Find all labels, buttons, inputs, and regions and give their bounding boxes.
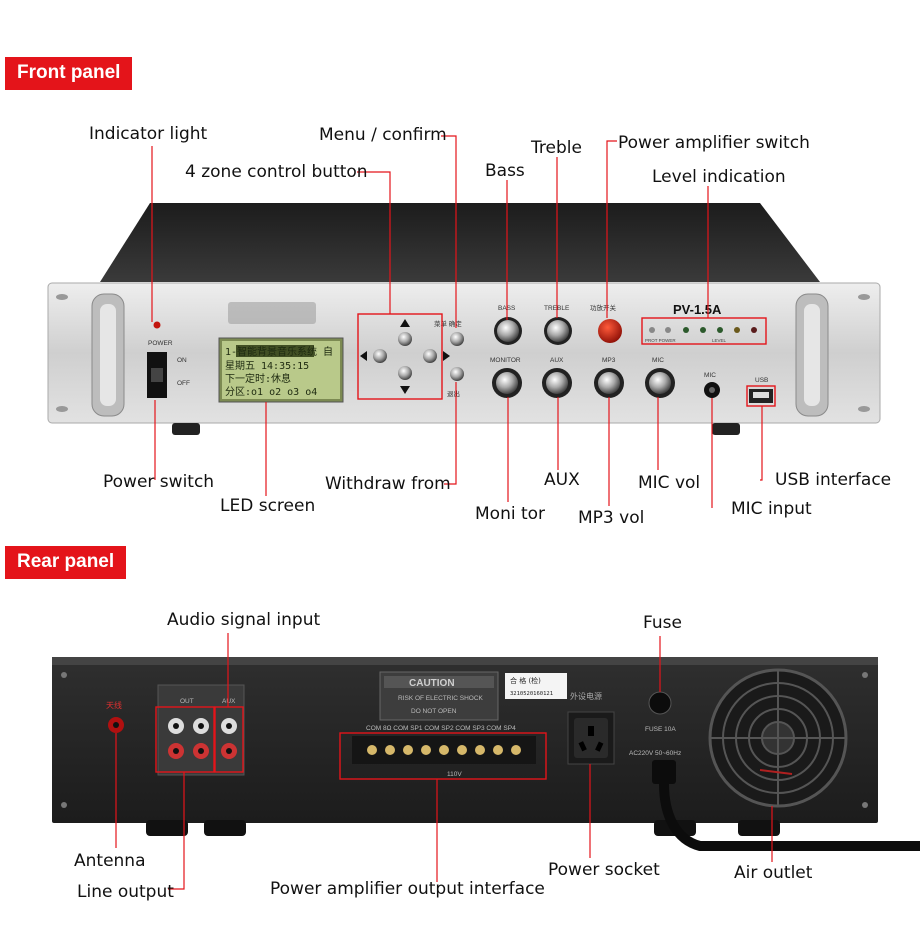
aux-rear-label: AUX xyxy=(222,698,236,705)
callout-amp-output-interface: Power amplifier output interface xyxy=(270,879,545,899)
rear-device: 天线 OUT AUX CAUTION RISK OF ELECTRIC SHOC… xyxy=(52,657,920,851)
lcd-line-4: 分区:o1 o2 o3 o4 xyxy=(225,386,317,398)
out-label: OUT xyxy=(180,698,194,705)
usb-label: USB xyxy=(755,377,768,384)
lcd-line-3: 下一定时:休息 xyxy=(225,372,291,385)
callout-antenna: Antenna xyxy=(74,851,146,871)
callout-usb-interface: USB interface xyxy=(775,470,892,490)
aux-label: AUX xyxy=(550,357,564,364)
antenna-cn: 天线 xyxy=(106,700,122,710)
callout-level-indication: Level indication xyxy=(652,167,786,187)
zone-control-pad[interactable] xyxy=(360,319,450,394)
model-name: PV-1.5A xyxy=(673,302,722,317)
lcd-line-2: 星期五 14:35:15 xyxy=(225,360,309,372)
callout-withdraw-from: Withdraw from xyxy=(325,474,451,494)
power-label: POWER xyxy=(148,340,173,347)
mp3-knob[interactable] xyxy=(598,372,620,394)
exit-button[interactable] xyxy=(450,367,464,381)
lcd-line-1: 1-智能背景音乐系统 自 xyxy=(225,345,333,358)
air-outlet-fan xyxy=(708,668,848,808)
callout-led-screen: LED screen xyxy=(220,496,316,516)
callout-menu-confirm: Menu / confirm xyxy=(319,125,447,145)
bass-knob[interactable] xyxy=(497,320,519,342)
callout-indicator-light: Indicator light xyxy=(89,124,208,144)
treble-knob[interactable] xyxy=(547,320,569,342)
monitor-label: MONITOR xyxy=(490,357,521,364)
front-panel-tag: Front panel xyxy=(5,57,133,90)
callout-treble: Treble xyxy=(531,138,582,158)
callout-line-output: Line output xyxy=(77,882,174,902)
monitor-knob[interactable] xyxy=(496,372,518,394)
callout-fuse: Fuse xyxy=(643,613,682,633)
amp-switch-cn: 功放开关 xyxy=(590,303,617,312)
on-label: ON xyxy=(177,357,187,364)
terminal-labels: COM 8Ω COM SP1 COM SP2 COM SP3 COM SP4 xyxy=(366,725,516,732)
callout-power-switch: Power switch xyxy=(103,472,215,492)
rear-panel-tag: Rear panel xyxy=(5,546,127,579)
ac-label: AC220V 50~60Hz xyxy=(629,750,681,757)
fuse-holder[interactable] xyxy=(648,691,672,715)
callout-bass: Bass xyxy=(485,161,525,181)
callout-air-outlet: Air outlet xyxy=(734,863,813,883)
off-label: OFF xyxy=(177,380,190,387)
aux-knob[interactable] xyxy=(546,372,568,394)
indicator-light xyxy=(153,321,161,329)
exit-cn: 退出 xyxy=(447,389,460,398)
qc-label: 合 格 (检) xyxy=(510,676,541,685)
level-label: LEVEL xyxy=(712,338,727,343)
callout-monitor: Moni tor xyxy=(475,504,546,524)
front-device: POWER ON OFF 1-智能背景音乐系统 自 星期五 14:35:15 下… xyxy=(47,203,881,435)
brand-logo xyxy=(228,302,316,324)
callout-mic-input: MIC input xyxy=(731,499,812,519)
caution-line-1: RISK OF ELECTRIC SHOCK xyxy=(398,695,484,702)
callout-zone-control: 4 zone control button xyxy=(185,162,368,182)
callout-audio-signal-input: Audio signal input xyxy=(167,610,321,630)
callout-aux: AUX xyxy=(544,470,580,490)
fuse-label: FUSE 10A xyxy=(645,726,676,733)
caution-line-2: DO NOT OPEN xyxy=(411,708,457,715)
mp3-label: MP3 xyxy=(602,357,616,364)
mic-knob-label: MIC xyxy=(652,357,664,364)
callout-power-amp-switch: Power amplifier switch xyxy=(618,133,810,153)
external-power-cn: 外设电源 xyxy=(570,691,602,701)
callout-mic-vol: MIC vol xyxy=(638,473,701,493)
menu-confirm-cn: 菜单 确定 xyxy=(434,319,462,328)
mic-jack-label: MIC xyxy=(704,372,716,379)
power-amp-switch[interactable] xyxy=(598,319,622,343)
caution-title: CAUTION xyxy=(409,678,455,689)
volt-label: 110V xyxy=(447,771,462,778)
serial-number: 3210520160121 xyxy=(510,691,553,697)
callout-mp3-vol: MP3 vol xyxy=(578,508,645,528)
prot-power-label: PROT POWER xyxy=(645,338,676,343)
mic-knob[interactable] xyxy=(649,372,671,394)
callout-power-socket: Power socket xyxy=(548,860,660,880)
menu-confirm-button[interactable] xyxy=(450,332,464,346)
